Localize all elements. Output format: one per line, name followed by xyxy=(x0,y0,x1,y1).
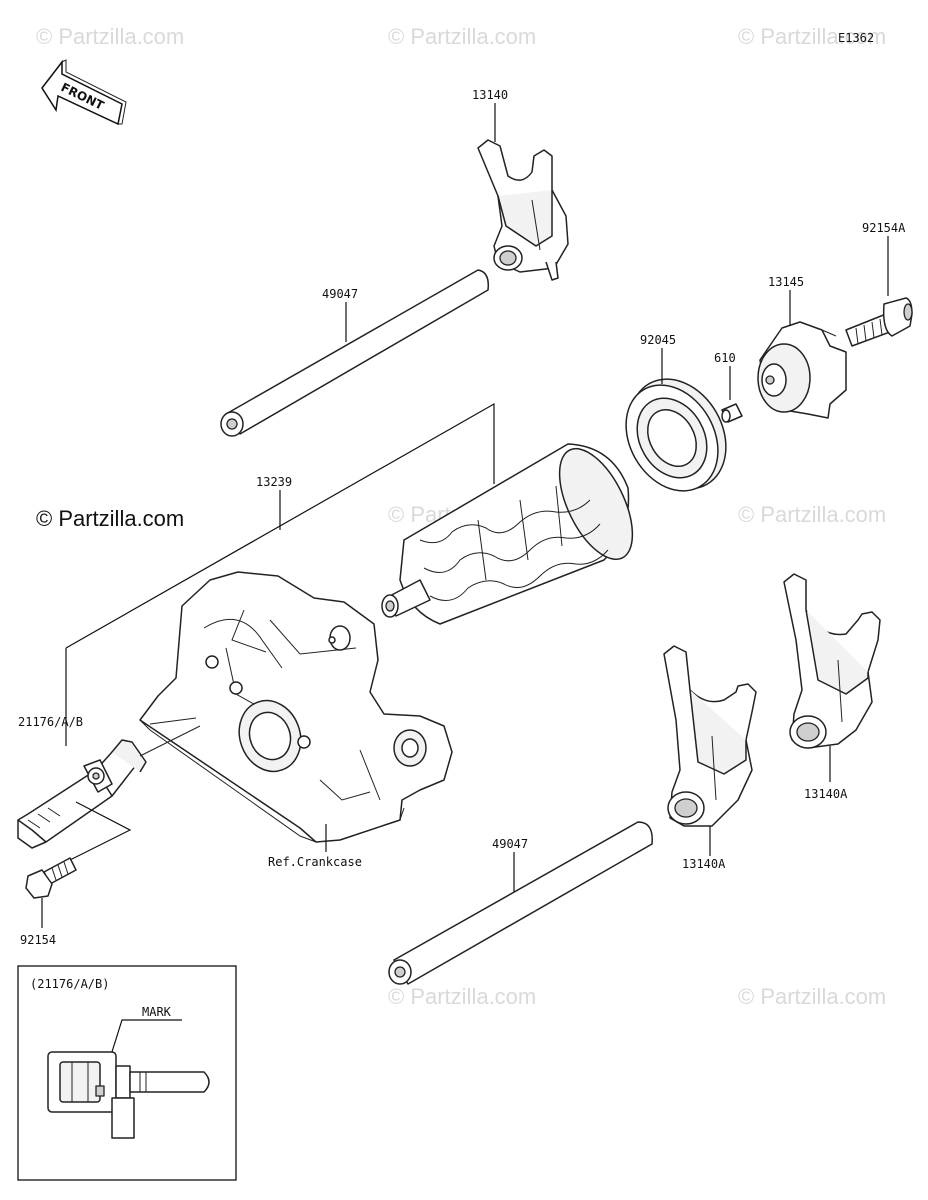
part-label-13140: 13140 xyxy=(472,88,508,102)
part-label-crankcase: Ref.Crankcase xyxy=(268,855,362,869)
diagram-code: E1362 xyxy=(838,31,874,45)
part-label-13140A-middle: 13140A xyxy=(682,857,726,871)
shift-rod-lower xyxy=(388,821,653,985)
gear-position-sensor xyxy=(17,739,147,849)
bearing-92045 xyxy=(625,378,727,492)
part-label-13145: 13145 xyxy=(768,275,804,289)
pin-610 xyxy=(721,403,743,423)
part-label-49047-upper: 49047 xyxy=(322,287,358,301)
mark-label: MARK xyxy=(142,1005,172,1019)
part-label-92045: 92045 xyxy=(640,333,676,347)
shift-rod-upper xyxy=(220,269,490,437)
sensor-side-view xyxy=(47,1051,210,1139)
copyright-text: © Partzilla.com xyxy=(36,506,184,531)
part-label-92154: 92154 xyxy=(20,933,56,947)
shift-drum-13239 xyxy=(381,443,634,625)
leader-line xyxy=(149,717,197,725)
watermark: © Partzilla.com xyxy=(388,24,536,49)
crankcase-ref xyxy=(139,571,453,843)
watermark: © Partzilla.com xyxy=(388,984,536,1009)
shift-fork-13140A-middle xyxy=(663,645,757,827)
bolt-92154 xyxy=(25,857,77,899)
cam-holder-13145 xyxy=(757,321,847,419)
watermark: © Partzilla.com xyxy=(36,24,184,49)
part-label-13239: 13239 xyxy=(256,475,292,489)
shift-fork-13140 xyxy=(477,139,569,281)
watermark: © Partzilla.com xyxy=(738,984,886,1009)
bolt-92154A xyxy=(845,297,913,347)
watermark: © Partzilla.com xyxy=(738,502,886,527)
front-arrow-icon: FRONT xyxy=(41,59,127,126)
leader-line xyxy=(57,801,132,867)
leader-line xyxy=(65,402,495,649)
leader-line xyxy=(139,725,201,757)
part-label-49047-lower: 49047 xyxy=(492,837,528,851)
part-label-21176: 21176/A/B xyxy=(18,715,83,729)
part-label-92154A: 92154A xyxy=(862,221,906,235)
part-label-13140A-right: 13140A xyxy=(804,787,848,801)
part-label-610: 610 xyxy=(714,351,736,365)
inset-title: (21176/A/B) xyxy=(30,977,109,991)
shift-fork-13140A-right xyxy=(783,573,881,749)
watermark: © Partzilla.com xyxy=(738,24,886,49)
inset-detail-box: (21176/A/B) MARK xyxy=(17,965,237,1181)
